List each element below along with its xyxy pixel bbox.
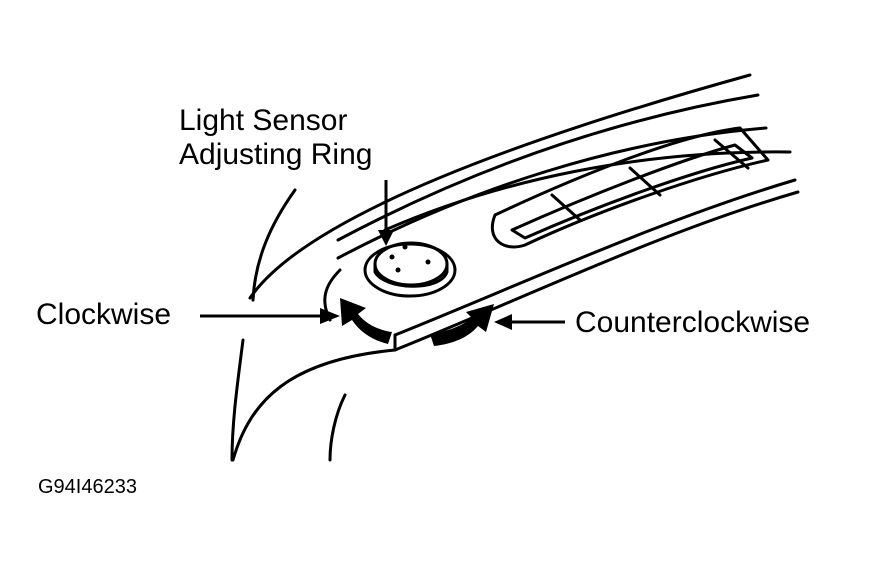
dash-panel-bottom-edge xyxy=(393,178,797,337)
sensor-dot xyxy=(425,259,431,265)
vent-fin-1 xyxy=(550,193,582,222)
sensor-dot xyxy=(389,254,395,260)
vent-fin-3 xyxy=(713,138,750,170)
sensor-label-line1: Light Sensor xyxy=(179,104,348,137)
counterclockwise-rotation-arrow xyxy=(430,304,494,346)
figure-code: G94I46233 xyxy=(38,476,137,498)
dash-edge-2 xyxy=(336,93,760,242)
counterclockwise-arrowhead xyxy=(494,314,512,330)
dash-inner-lower xyxy=(328,393,347,462)
sensor-ring-side xyxy=(373,262,449,288)
sensor-dot xyxy=(395,267,401,273)
clockwise-rotation-arrow xyxy=(340,298,392,344)
light-sensor-ring xyxy=(373,241,449,287)
dash-lower-sweep xyxy=(231,348,397,462)
sensor-label-line2: Adjusting Ring xyxy=(179,138,373,171)
dash-left-contour xyxy=(251,188,297,302)
clockwise-arrowhead xyxy=(320,308,340,324)
vent-inner xyxy=(510,143,754,240)
vent-outer xyxy=(490,126,770,249)
vent-fin-2 xyxy=(628,166,662,197)
dash-left-lower xyxy=(230,338,245,462)
counterclockwise-label: Counterclockwise xyxy=(575,306,811,339)
clockwise-label: Clockwise xyxy=(36,298,172,331)
sensor-arrowhead xyxy=(378,230,394,246)
dash-panel-lower xyxy=(393,190,800,352)
dash-outer-edge xyxy=(248,73,752,300)
sensor-dot xyxy=(402,244,408,250)
